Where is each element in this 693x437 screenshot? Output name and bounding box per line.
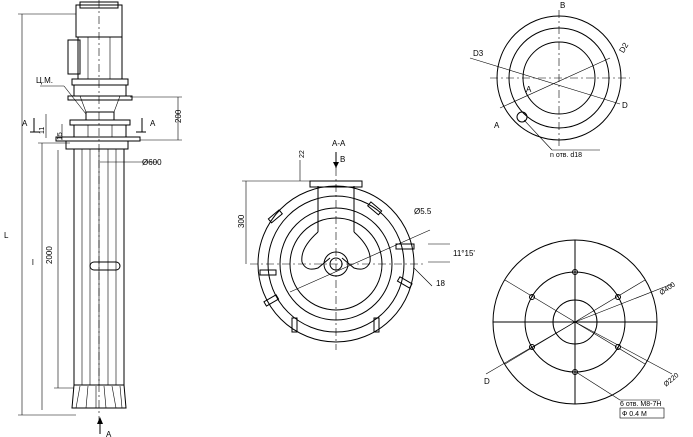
section-mark-right: A	[150, 119, 156, 128]
section-AA: А-А B 22	[237, 139, 475, 350]
dim-angle: 11°15'	[453, 249, 475, 258]
label-D-top: D	[622, 101, 628, 110]
label-A-side: A	[494, 121, 500, 130]
dim-18: 18	[436, 279, 445, 288]
holes-d18: n отв. d18	[550, 152, 582, 159]
mount-flange	[55, 136, 141, 142]
dim-d220: Ø220	[663, 372, 681, 388]
section-mark-left: A	[22, 119, 28, 128]
view-b-title: B	[560, 1, 565, 10]
view-B: B D3 D2 A D A n отв. d18	[469, 1, 631, 159]
label-D-bottom: D	[484, 377, 490, 386]
dim-15: 15	[57, 132, 64, 140]
base-plate	[69, 119, 131, 126]
section-title: А-А	[332, 139, 346, 148]
holes-m8: 6 отв. M8-7H	[620, 401, 661, 408]
dim-d600: Ø600	[142, 158, 162, 167]
vane-left	[301, 231, 331, 270]
dim-L: L	[4, 231, 9, 240]
view-A: D Ø400 Ø220 6 отв. M8-7H Ф 0.4 М	[484, 239, 681, 419]
terminal-box	[67, 39, 81, 75]
bolt-hole	[516, 111, 528, 123]
motor-body	[77, 36, 123, 80]
outlet-neck	[317, 186, 355, 232]
tolerance-frame: Ф 0.4 М	[622, 411, 647, 418]
dim-D3: D3	[473, 49, 484, 58]
dim-22: 22	[299, 150, 306, 158]
m8-holes	[529, 269, 621, 375]
dim-11: 11	[39, 127, 46, 134]
view-arrow-B: B	[340, 155, 345, 164]
view-arrow-A: A	[106, 430, 112, 437]
motor-flange	[71, 78, 129, 86]
vane-right	[341, 231, 371, 270]
dim-l: l	[32, 258, 34, 267]
label-A-flange: A	[526, 85, 532, 94]
column-slot	[89, 261, 121, 271]
label-cm: Ц.М.	[36, 76, 53, 85]
dim-300: 300	[237, 214, 246, 228]
pump-elevation: L l 2000 200 11 15 A A Ц.М. Ø600 A	[4, 0, 183, 437]
dim-d400: Ø400	[659, 281, 677, 297]
dim-D2: D2	[617, 41, 630, 55]
dim-d55: Ø5.5	[414, 207, 432, 216]
motor-stand	[73, 85, 127, 97]
dim-200: 200	[174, 109, 183, 123]
ring-slots	[259, 201, 415, 333]
dim-2000: 2000	[45, 246, 54, 264]
